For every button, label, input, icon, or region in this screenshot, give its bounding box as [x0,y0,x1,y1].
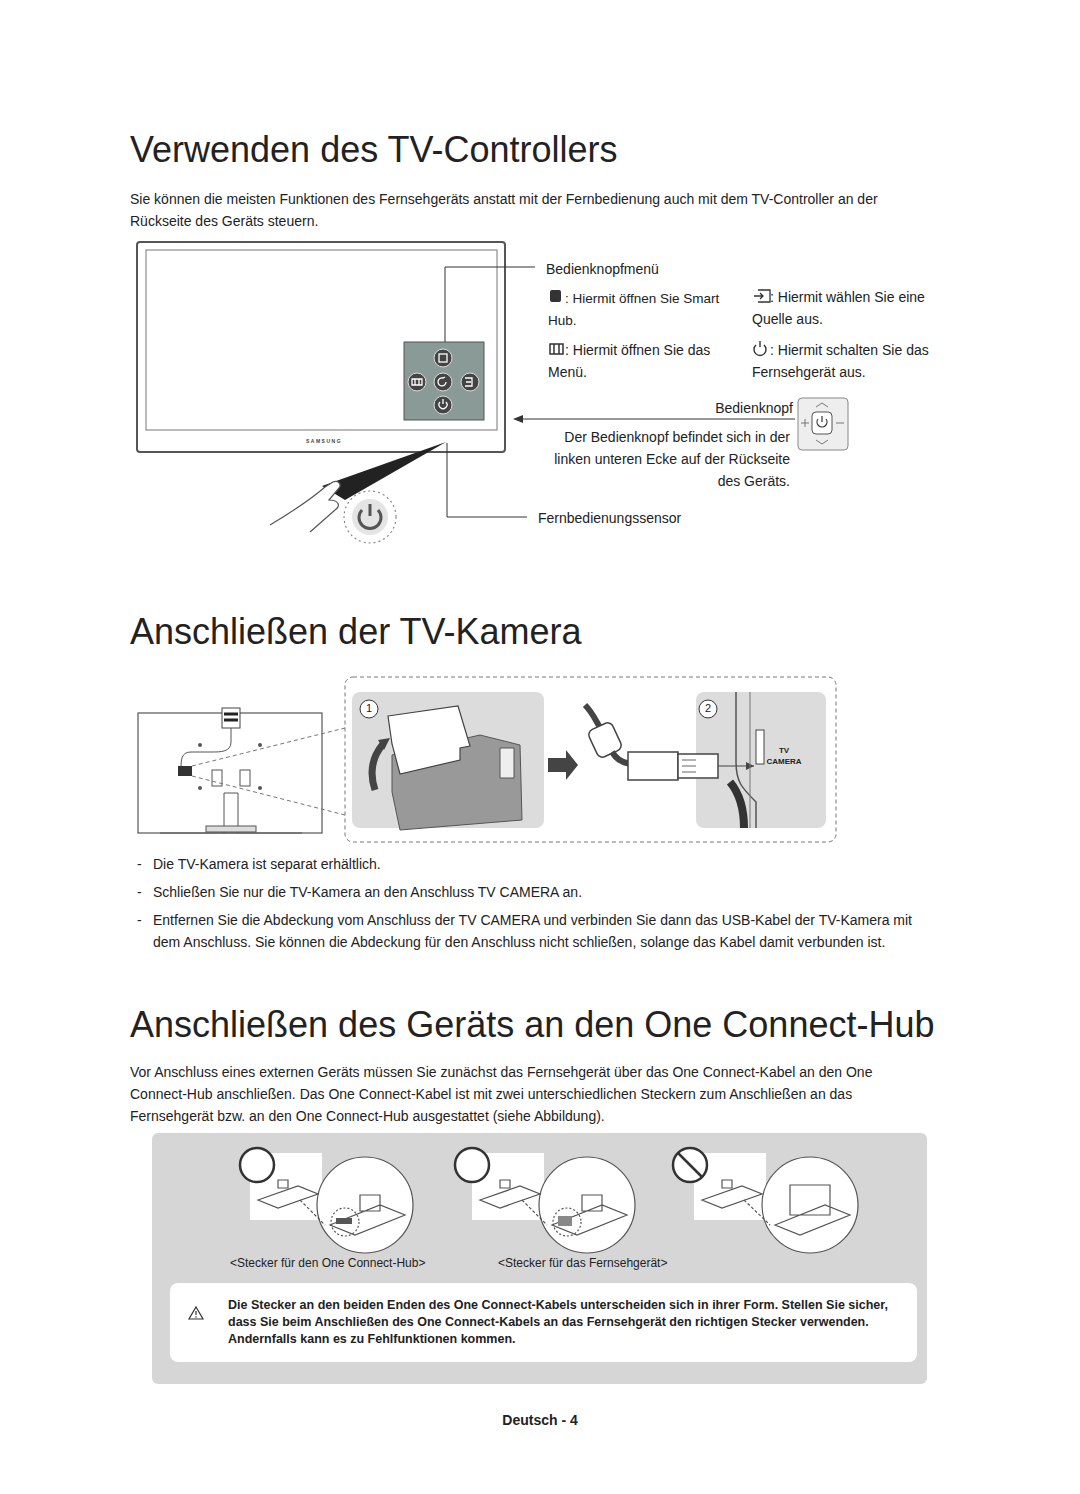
menu-item: : Hiermit öffnen Sie das Menü. [548,339,738,383]
section-heading: Anschließen des Geräts an den One Connec… [130,1003,1030,1047]
list-dash: - [137,853,149,875]
callout-number: 2 [702,701,714,716]
brand-logo: SAMSUNG [298,437,350,445]
menu-item: : Hiermit wählen Sie eine Quelle aus. [752,286,952,330]
list-item: Entfernen Sie die Abdeckung vom Anschlus… [153,909,943,953]
list-dash: - [137,881,149,903]
port-label: TV CAMERA [764,745,804,767]
callout-number: 1 [363,701,375,716]
warning-text: Die Stecker an den beiden Enden des One … [228,1297,895,1348]
list-dash: - [137,909,149,931]
menu-heading: Bedienknopfmenü [543,259,709,279]
part-name: Bedienknopf [690,398,796,418]
warning-box: Die Stecker an den beiden Enden des One … [170,1283,917,1362]
body-text: Vor Anschluss eines externen Geräts müss… [130,1061,930,1127]
menu-item: : Hiermit schalten Sie das Fernsehgerät … [752,339,952,383]
part-note: Der Bedienknopf befindet sich in der lin… [538,426,790,492]
list-item: Die TV-Kamera ist separat erhältlich. [153,853,933,875]
page-number: Deutsch - 4 [500,1410,580,1430]
part-name: Fernbedienungssensor [535,508,741,528]
intro-text: Sie können die meisten Funktionen des Fe… [130,188,930,232]
list-item: Schließen Sie nur die TV-Kamera an den A… [153,881,933,903]
connector-panel: <Stecker für den One Connect-Hub> <Stecke… [152,1133,927,1384]
section-heading: Anschließen der TV-Kamera [130,610,830,654]
menu-item: : Hiermit öffnen Sie Smart Hub. [548,288,738,332]
figure-caption: <Stecker für das Fernsehgerät> [498,1255,667,1271]
page-heading: Verwenden des TV-Controllers [130,128,618,172]
figure-caption: <Stecker für den One Connect-Hub> [230,1255,425,1271]
